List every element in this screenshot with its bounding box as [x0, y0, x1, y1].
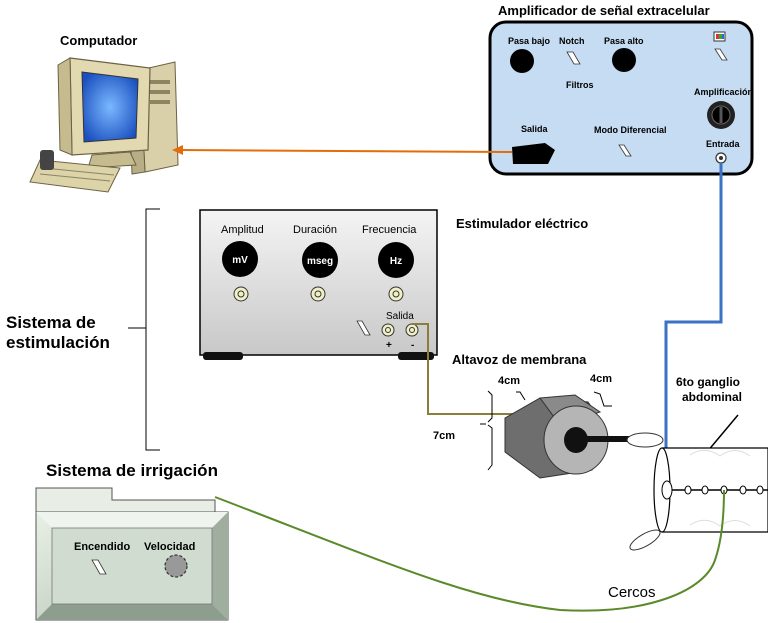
stimulation-system-line2: estimulación [6, 333, 110, 352]
duration-label: Duración [293, 224, 337, 236]
minus-label: - [411, 340, 414, 351]
irrigation-on-label: Encendido [74, 541, 131, 553]
notch-switch[interactable] [566, 51, 581, 65]
low-pass-label: Pasa bajo [508, 36, 551, 46]
output-connector[interactable] [512, 143, 555, 164]
high-pass-label: Pasa alto [604, 36, 644, 46]
speaker-width-label: 4cm [498, 375, 520, 387]
plus-label: + [386, 340, 392, 351]
power-switch[interactable] [714, 48, 728, 61]
nerve-cord-preparation: 6to ganglio abdominal Cercos [608, 375, 768, 601]
speaker-height-label: 7cm [433, 430, 455, 442]
amplitude-unit: mV [232, 255, 248, 266]
computer: Computador [29, 33, 179, 193]
frequency-unit: Hz [390, 256, 402, 267]
high-pass-knob[interactable] [612, 48, 636, 72]
amplifier-title: Amplificador de señal extracelular [498, 3, 710, 18]
frequency-port[interactable] [388, 286, 404, 302]
output-label: Salida [521, 124, 549, 134]
differential-mode-label: Modo Diferencial [594, 125, 667, 135]
abdomen-icon [653, 447, 768, 533]
positive-output-port[interactable] [381, 323, 395, 337]
irrigation-tube [214, 489, 725, 612]
duration-knob[interactable] [302, 242, 338, 278]
speaker: Altavoz de membrana 4cm 4cm 7cm [433, 352, 664, 479]
cerci-label: Cercos [608, 584, 656, 601]
stimulus-cable [412, 323, 530, 415]
input-label: Entrada [706, 139, 741, 149]
stimulator: Estimulador eléctrico Amplitud Duración … [199, 209, 588, 360]
irrigation-power-switch[interactable] [91, 559, 107, 575]
speaker-icon [504, 394, 664, 479]
stimulation-system-bracket [128, 208, 160, 451]
stimulator-title: Estimulador eléctrico [456, 216, 588, 231]
duration-unit: mseg [307, 256, 333, 267]
ganglion-label-line1: 6to ganglio [676, 375, 740, 389]
output-cable [172, 145, 513, 155]
irrigation-system: Sistema de irrigación Encendido Velocida… [35, 461, 229, 621]
stimulation-system-line1: Sistema de [6, 313, 96, 332]
stim-output-label: Salida [386, 311, 414, 322]
speaker-title: Altavoz de membrana [452, 352, 587, 367]
low-pass-knob[interactable] [510, 49, 534, 73]
input-connector[interactable] [715, 152, 727, 164]
amplifier-panel [488, 20, 754, 176]
amplitude-knob[interactable] [222, 241, 258, 277]
irrigation-title: Sistema de irrigación [46, 461, 218, 480]
stimulator-switch[interactable] [356, 320, 371, 336]
irrigation-speed-label: Velocidad [144, 541, 195, 553]
irrigation-speed-knob[interactable] [164, 554, 188, 578]
frequency-knob[interactable] [378, 242, 414, 278]
amplitude-port[interactable] [233, 286, 249, 302]
duration-port[interactable] [310, 286, 326, 302]
ganglion-label-line2: abdominal [682, 390, 742, 404]
negative-output-port[interactable] [405, 323, 419, 337]
notch-label: Notch [559, 36, 585, 46]
amplification-label: Amplificación [694, 87, 753, 97]
differential-switch[interactable] [618, 144, 632, 157]
filters-label: Filtros [566, 80, 594, 90]
amplification-knob[interactable] [707, 101, 735, 129]
stimulator-panel [199, 209, 438, 356]
computer-title: Computador [60, 33, 137, 48]
amplitude-label: Amplitud [221, 224, 264, 236]
speaker-depth-label: 4cm [590, 373, 612, 385]
frequency-label: Frecuencia [362, 224, 417, 236]
amplifier: Amplificador de señal extracelular Pasa … [488, 3, 754, 176]
cerci-icon [629, 529, 661, 551]
computer-icon [29, 57, 179, 193]
